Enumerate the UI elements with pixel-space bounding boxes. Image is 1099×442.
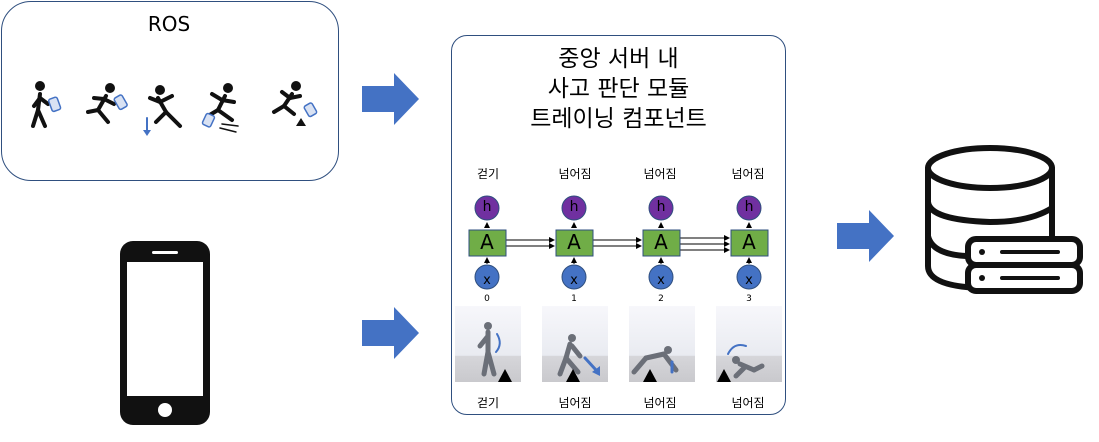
time-step-index: 1: [571, 294, 577, 304]
rnn-output-label: 넘어짐: [731, 167, 765, 181]
rnn-output-label: 걷기: [476, 167, 500, 181]
arrow-right-icon: [362, 307, 419, 359]
rnn-unit-cell: [468, 229, 507, 257]
frame-label: 걷기: [476, 396, 500, 410]
humanoid-fallen-icon: [631, 346, 679, 375]
input-text: x: [570, 273, 578, 288]
humanoid-standing-icon: [477, 322, 501, 377]
input-text: x: [745, 273, 753, 288]
hidden-state-node: [474, 195, 500, 221]
rnn-unit-text: A: [742, 230, 756, 254]
hidden-state-text: h: [744, 199, 754, 215]
input-node: [474, 264, 500, 290]
module-title-line: 사고 판단 모듈: [547, 76, 690, 102]
rnn-output-label: 넘어짐: [558, 167, 592, 181]
frame-label: 넘어짐: [643, 396, 677, 410]
time-step-index: 2: [658, 294, 664, 304]
rnn-unit-cell: [642, 229, 681, 257]
hidden-state-node: [736, 195, 762, 221]
humanoid-rolled-icon: [727, 344, 765, 379]
rnn-unit-text: A: [567, 230, 581, 254]
hidden-state-text: h: [482, 199, 492, 215]
rnn-unit-text: A: [654, 230, 668, 254]
frame-label: 넘어짐: [731, 396, 765, 410]
rnn-unit-text: A: [480, 230, 494, 254]
rnn-output-label: 넘어짐: [643, 167, 677, 181]
rnn-unit-cell: [730, 229, 769, 257]
humanoid-falling-icon: [557, 334, 600, 377]
time-step-index: 3: [746, 294, 752, 304]
module-title-line: 중앙 서버 내: [558, 46, 679, 72]
time-step-index: 0: [484, 294, 490, 304]
module-title: 중앙 서버 내 사고 판단 모듈 트레이닝 컴포넌트: [451, 44, 786, 134]
hidden-state-node: [561, 195, 587, 221]
ros-title: ROS: [147, 12, 191, 36]
frame-label: 넘어짐: [558, 396, 592, 410]
module-title-line: 트레이닝 컴포넌트: [530, 106, 707, 132]
input-text: x: [483, 273, 491, 288]
tripping-person-icon: [272, 81, 318, 126]
input-node: [736, 264, 762, 290]
arrow-right-icon: [837, 210, 894, 262]
input-node: [561, 264, 587, 290]
slipping-person-icon: [201, 83, 239, 133]
input-node: [648, 264, 674, 290]
hidden-state-text: h: [656, 199, 666, 215]
simulation-frame-falling: [629, 306, 695, 382]
hidden-state-text: h: [569, 199, 579, 215]
running-person-icon: [86, 83, 128, 124]
rnn-unit-cell: [555, 229, 594, 257]
falling-person-icon: [143, 85, 182, 136]
arrow-right-icon: [362, 73, 419, 125]
hidden-state-node: [648, 195, 674, 221]
walking-person-icon: [31, 81, 62, 128]
input-text: x: [657, 273, 665, 288]
